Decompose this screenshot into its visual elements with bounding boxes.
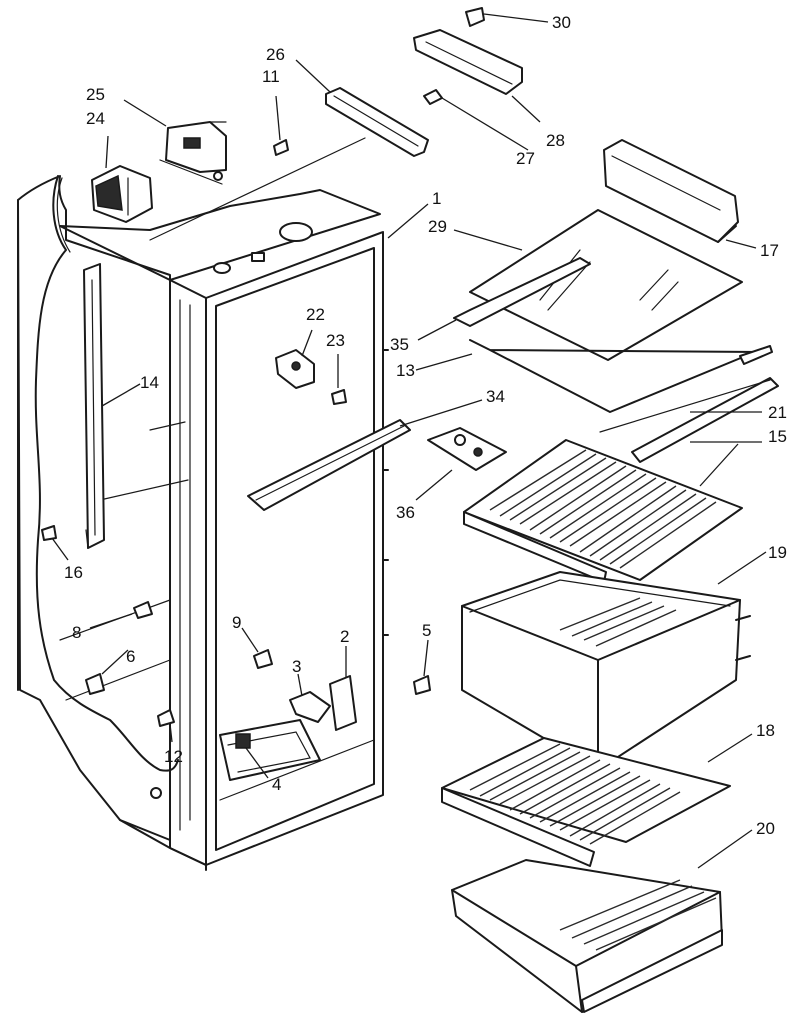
screw-23 — [331, 389, 347, 405]
part-12 — [157, 709, 175, 727]
shelf-15 — [463, 439, 743, 583]
bracket-25 — [159, 121, 227, 185]
callout-20: 20 — [756, 819, 775, 838]
screw-27 — [423, 89, 443, 105]
callout-3: 3 — [292, 657, 301, 676]
callout-29: 29 — [428, 217, 447, 236]
callout-25: 25 — [86, 85, 105, 104]
door-bin-17 — [603, 139, 739, 243]
screw-5 — [413, 675, 431, 695]
shelf-18 — [441, 737, 731, 867]
callout-30: 30 — [552, 13, 571, 32]
callout-24: 24 — [86, 109, 105, 128]
callout-16: 16 — [64, 563, 83, 582]
callout-18: 18 — [756, 721, 775, 740]
screw-16 — [41, 525, 57, 541]
drawer-20 — [451, 859, 723, 1013]
callout-labels: 30 26 11 25 24 28 27 1 29 17 22 23 35 13… — [64, 13, 787, 838]
bar-26 — [325, 87, 429, 157]
callout-35: 35 — [390, 335, 409, 354]
callout-34: 34 — [486, 387, 505, 406]
crisper-drawer-19 — [461, 571, 751, 771]
shelf-trim-21 — [631, 377, 779, 463]
screw-11 — [273, 139, 289, 156]
cover-36 — [427, 427, 507, 471]
callout-22: 22 — [306, 305, 325, 324]
cabinet-liner — [17, 137, 389, 871]
part-9 — [253, 649, 273, 669]
callout-1: 1 — [432, 189, 441, 208]
callout-21: 21 — [768, 403, 787, 422]
callout-19: 19 — [768, 543, 787, 562]
callout-8: 8 — [72, 623, 81, 642]
callout-27: 27 — [516, 149, 535, 168]
callout-15: 15 — [768, 427, 787, 446]
wire-harness — [34, 175, 179, 772]
part-2 — [329, 675, 357, 731]
callout-6: 6 — [126, 647, 135, 666]
callout-4: 4 — [272, 775, 281, 794]
callout-12: 12 — [164, 747, 183, 766]
callout-11: 11 — [262, 67, 280, 86]
callout-17: 17 — [760, 241, 779, 260]
shelf-frame-13 — [453, 257, 773, 413]
callout-36: 36 — [396, 503, 415, 522]
callout-23: 23 — [326, 331, 345, 350]
bracket-28 — [413, 29, 523, 95]
callout-14: 14 — [140, 373, 159, 392]
callout-5: 5 — [422, 621, 431, 640]
light-housing-24 — [91, 165, 153, 223]
leader-lines — [51, 13, 767, 869]
callout-2: 2 — [340, 627, 349, 646]
clip-30 — [465, 7, 485, 27]
callout-13: 13 — [396, 361, 415, 380]
callout-26: 26 — [266, 45, 285, 64]
callout-28: 28 — [546, 131, 565, 150]
callout-9: 9 — [232, 613, 241, 632]
vertical-shelf-ladder-14 — [83, 263, 105, 549]
part-3 — [289, 691, 331, 723]
bracket-22 — [275, 349, 315, 389]
part-8 — [133, 601, 153, 619]
part-6 — [85, 673, 105, 695]
part-4 — [235, 733, 251, 749]
crossbar-34 — [247, 419, 411, 511]
